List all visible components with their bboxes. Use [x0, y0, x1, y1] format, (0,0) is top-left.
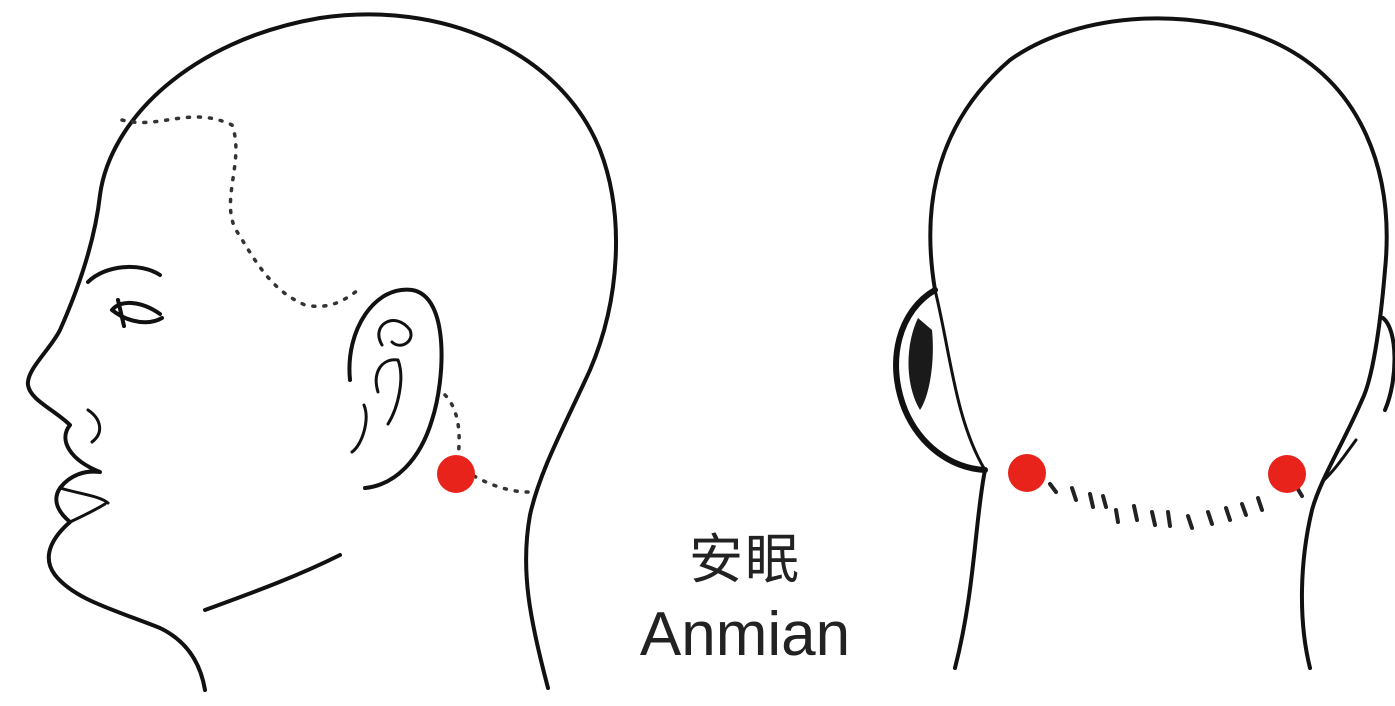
back-left-ear-shade [908, 318, 932, 410]
side-head-outline [28, 14, 616, 690]
back-hairline-hatch [1050, 484, 1302, 528]
back-neck-right [1302, 400, 1362, 668]
anmian-acupoint-back-left [1008, 454, 1046, 492]
acupoint-label-pinyin: Anmian [610, 600, 880, 670]
side-eye [112, 300, 162, 326]
side-nostril [88, 410, 100, 442]
back-neck-left [955, 470, 985, 668]
anmian-acupoint-back-right [1268, 455, 1306, 493]
side-dotted-path-to-neck [474, 476, 528, 492]
side-jaw-line [205, 555, 340, 610]
back-view-head [896, 18, 1394, 668]
acupoint-label-chinese: 安眠 [630, 530, 860, 590]
side-profile-head [28, 14, 616, 690]
side-hairline-dotted [122, 117, 358, 306]
side-ear [349, 290, 441, 488]
back-right-ear [1383, 318, 1395, 410]
side-eyebrow [88, 267, 160, 282]
back-head-outline [930, 18, 1386, 400]
anmian-acupoint-side [437, 455, 475, 493]
